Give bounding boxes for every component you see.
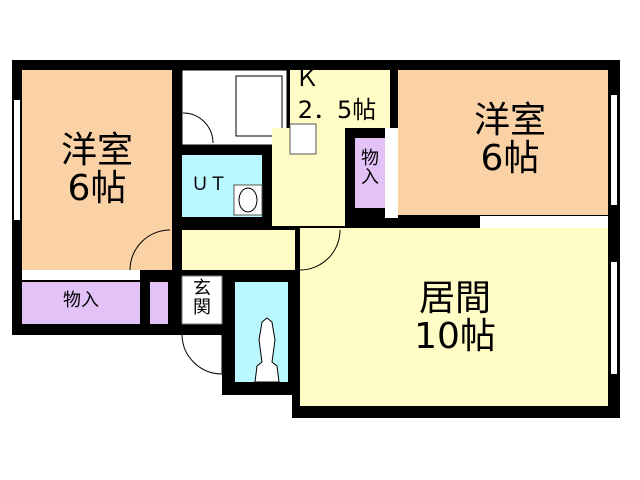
kitchen-size: 2．5帖	[297, 96, 377, 124]
left-closet-strip	[22, 270, 140, 280]
living-wall-gap	[480, 216, 608, 228]
bath-door-swing	[182, 112, 214, 144]
right-window-top	[611, 95, 617, 205]
kitchen-floor-upper	[290, 70, 390, 128]
small-storage-floor	[150, 282, 168, 324]
entrance-floor	[181, 275, 223, 325]
entrance-door-swing	[181, 334, 223, 375]
left-bedroom-name: 洋室	[60, 130, 133, 171]
left-door-swing	[129, 229, 171, 271]
left-bedroom-size: 6帖	[67, 167, 127, 209]
center-storage-label: 物 入	[361, 148, 379, 188]
center-storage-floor	[355, 138, 385, 208]
bathtub	[235, 75, 283, 137]
living-floor	[300, 228, 608, 406]
kitchen-counter	[289, 123, 317, 155]
living-size: 10帖	[414, 315, 496, 357]
hall-floor	[182, 230, 295, 270]
entrance-label: 玄 関	[193, 278, 211, 318]
unit-bath-label: ＵＴ	[191, 174, 227, 195]
toilet-icon	[254, 317, 280, 383]
living-name: 居間	[418, 278, 491, 319]
left-storage-label: 物入	[63, 290, 99, 311]
living-door-swing	[299, 229, 341, 271]
right-bedroom-name: 洋室	[473, 100, 546, 141]
right-bedroom-floor	[398, 70, 608, 215]
kitchen-name: Ｋ	[295, 64, 319, 92]
left-window	[14, 100, 20, 220]
right-bedroom-size: 6帖	[480, 137, 540, 179]
right-window-bottom	[611, 262, 617, 374]
basin-bowl	[238, 187, 258, 213]
left-storage-floor	[22, 282, 140, 324]
right-closet-doors	[385, 128, 398, 218]
